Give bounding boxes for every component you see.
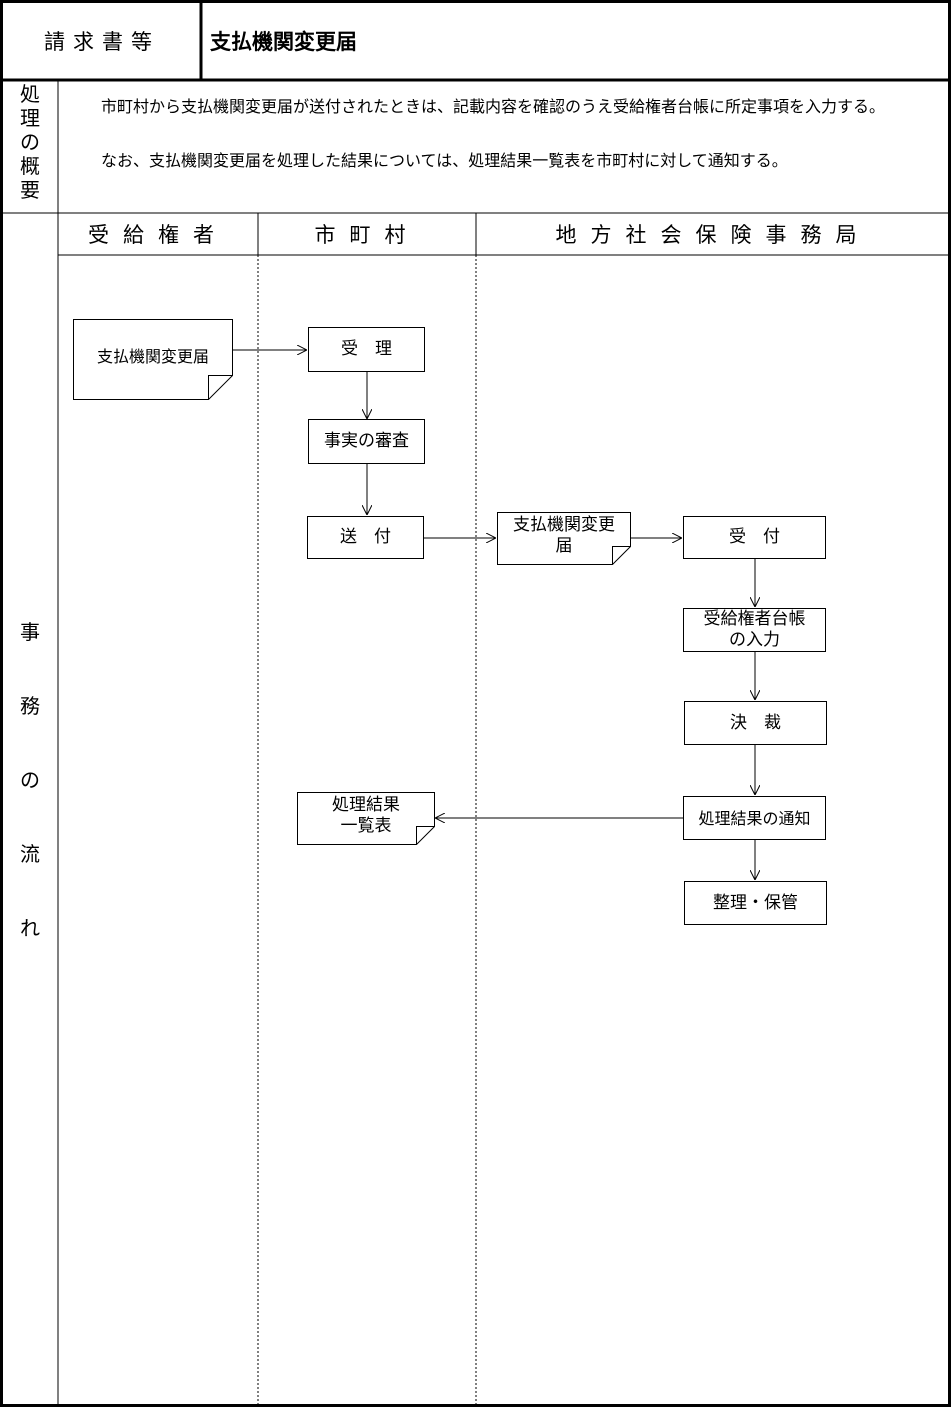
summary-label-char: 処 bbox=[20, 82, 40, 106]
node-change-notice-office: 支払機関変更 届 bbox=[513, 515, 615, 556]
node-receipt: 受 理 bbox=[308, 327, 425, 372]
summary-label-char: 概 bbox=[20, 154, 40, 178]
node-notify-result: 処理結果の通知 bbox=[683, 796, 826, 840]
flow-label-char: の bbox=[20, 768, 40, 792]
page-title: 支払機関変更届 bbox=[210, 30, 357, 54]
node-change-notice-beneficiary: 支払機関変更届 bbox=[96, 346, 209, 366]
node-accept: 受 付 bbox=[683, 516, 826, 559]
summary-label: 処 理 の 概 要 bbox=[2, 84, 58, 204]
node-send: 送 付 bbox=[307, 516, 424, 559]
lane-header-beneficiary: 受給権者 bbox=[88, 223, 228, 247]
document-shape-result-list bbox=[297, 792, 435, 845]
lane-header-social-insurance-office: 地方社会保険事務局 bbox=[555, 223, 871, 247]
node-ledger-input: 受給権者台帳 の入力 bbox=[683, 608, 826, 652]
flow-label-char: 流 bbox=[20, 842, 40, 866]
flow-label-char: れ bbox=[20, 916, 40, 940]
node-result-list: 処理結果 一覧表 bbox=[332, 795, 400, 836]
lane-header-municipality: 市町村 bbox=[314, 223, 420, 247]
flow-label: 事 務 の 流 れ bbox=[2, 622, 58, 992]
document-shape-beneficiary bbox=[73, 319, 233, 400]
node-fact-review: 事実の審査 bbox=[308, 419, 425, 464]
summary-label-char: 理 bbox=[20, 106, 40, 130]
summary-paragraph-1: 市町村から支払機関変更届が送付されたときは、記載内容を確認のうえ受給権者台帳に所… bbox=[101, 97, 886, 116]
summary-label-char: 要 bbox=[20, 178, 40, 202]
header-label: 請求書等 bbox=[44, 30, 160, 54]
flow-label-char: 務 bbox=[20, 694, 40, 718]
node-file-store: 整理・保管 bbox=[684, 881, 827, 925]
summary-paragraph-2: なお、支払機関変更届を処理した結果については、処理結果一覧表を市町村に対して通知… bbox=[101, 151, 788, 170]
summary-label-char: の bbox=[20, 130, 40, 154]
node-decision: 決 裁 bbox=[684, 701, 827, 745]
flow-label-char: 事 bbox=[20, 620, 40, 644]
document-shape-office bbox=[497, 512, 631, 565]
